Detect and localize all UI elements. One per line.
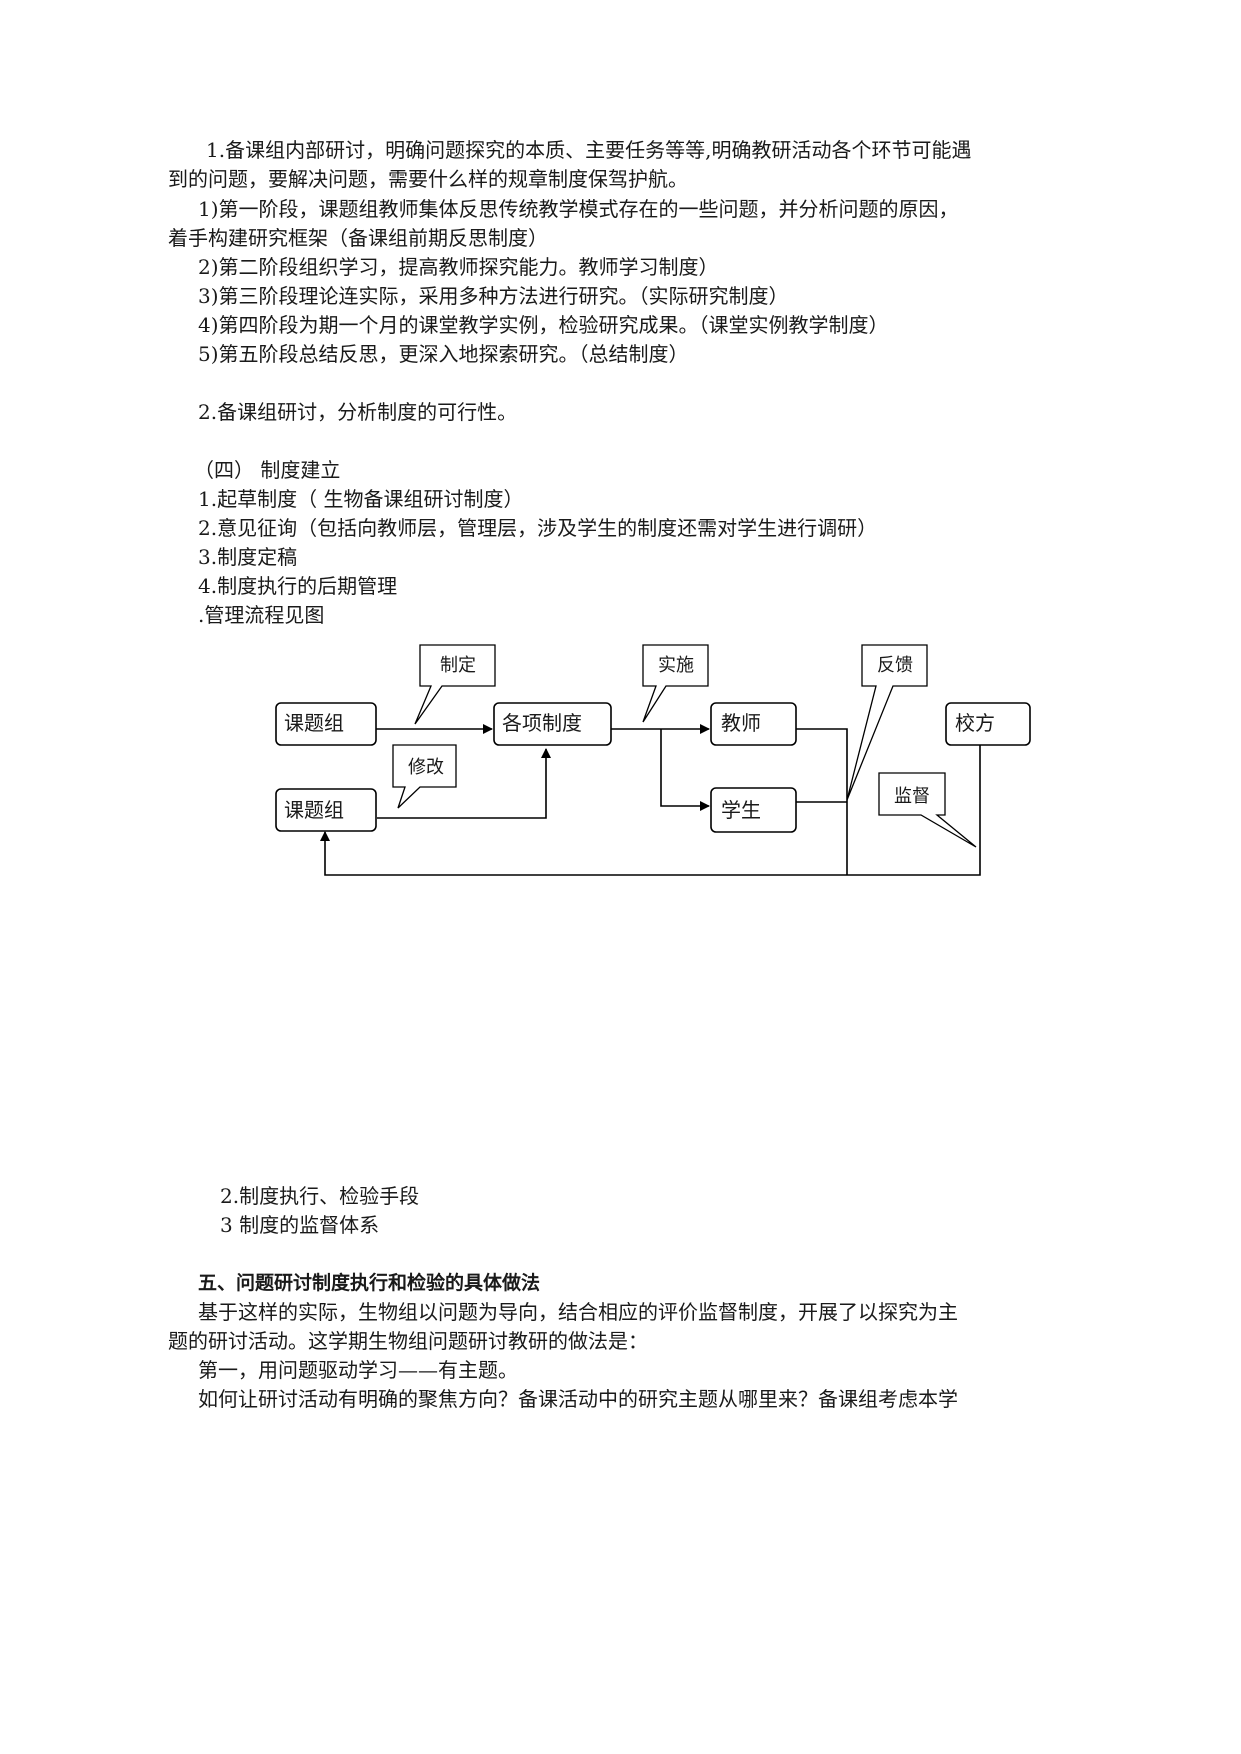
line-teacher-out bbox=[796, 728, 848, 875]
node-student: 学生 bbox=[721, 798, 761, 822]
callout-implement-shape bbox=[642, 644, 709, 723]
node-teacher-box bbox=[710, 702, 797, 746]
callout-feedback: 反馈 bbox=[877, 655, 913, 676]
node-student-box bbox=[710, 787, 797, 833]
callout-supervise: 监督 bbox=[894, 786, 930, 807]
arrow-systems-to-student bbox=[660, 729, 710, 811]
callout-formulate-shape bbox=[414, 644, 496, 725]
section-4-item-3: 3.制度定稿 bbox=[198, 545, 298, 569]
callout-supervise-shape bbox=[878, 772, 977, 848]
node-group-top-box bbox=[275, 702, 377, 746]
section-4-item-1: 1.起草制度（ 生物备课组研讨制度） bbox=[198, 487, 524, 511]
callout-revise: 修改 bbox=[408, 757, 444, 778]
stage-1-line-2: 着手构建研究框架（备课组前期反思制度） bbox=[168, 226, 548, 250]
callout-implement: 实施 bbox=[658, 655, 694, 676]
stage-4: 4)第四阶段为期一个月的课堂教学实例，检验研究成果。（课堂实例教学制度） bbox=[198, 313, 889, 337]
node-systems: 各项制度 bbox=[502, 711, 582, 735]
section-4-item-2: 2.意见征询（包括向教师层，管理层，涉及学生的制度还需对学生进行调研） bbox=[198, 516, 878, 540]
stage-5: 5)第五阶段总结反思，更深入地探索研究。（总结制度） bbox=[198, 342, 689, 366]
arrow-group-bottom-to-systems bbox=[377, 748, 551, 819]
para-1-line-2: 到的问题，要解决问题，需要什么样的规章制度保驾护航。 bbox=[168, 167, 688, 191]
callout-formulate: 制定 bbox=[440, 655, 476, 676]
arrow-feedback-loop bbox=[320, 831, 847, 876]
para-1-line-1: 1.备课组内部研讨，明确问题探究的本质、主要任务等等,明确教研活动各个环节可能遇 bbox=[206, 138, 972, 162]
section-4-item-4: 4.制度执行的后期管理 bbox=[198, 574, 398, 598]
section-5-para-3: 如何让研讨活动有明确的聚焦方向？备课活动中的研究主题从哪里来？备课组考虑本学 bbox=[198, 1387, 958, 1411]
para-2: 2.备课组研讨，分析制度的可行性。 bbox=[198, 400, 518, 424]
section-5-title: 五、问题研讨制度执行和检验的具体做法 bbox=[198, 1272, 541, 1294]
stage-2: 2)第二阶段组织学习，提高教师探究能力。教师学习制度） bbox=[198, 255, 719, 279]
node-school: 校方 bbox=[955, 711, 995, 735]
stage-3: 3)第三阶段理论连实际，采用多种方法进行研究。（实际研究制度） bbox=[198, 284, 789, 308]
node-systems-box bbox=[493, 702, 612, 746]
line-school-down bbox=[847, 745, 981, 876]
after-item-3: 3 制度的监督体系 bbox=[220, 1213, 380, 1237]
node-teacher: 教师 bbox=[721, 711, 761, 735]
stage-1-line-1: 1)第一阶段，课题组教师集体反思传统教学模式存在的一些问题，并分析问题的原因， bbox=[198, 197, 959, 221]
section-5-para-1-line-1: 基于这样的实际，生物组以问题为导向，结合相应的评价监督制度，开展了以探究为主 bbox=[198, 1300, 958, 1324]
node-group-bottom: 课题组 bbox=[284, 798, 344, 822]
callout-feedback-shape bbox=[846, 644, 928, 801]
node-group-bottom-box bbox=[275, 788, 377, 832]
section-4-item-5: .管理流程见图 bbox=[198, 603, 325, 627]
section-5-para-1-line-2: 题的研讨活动。这学期生物组问题研讨教研的做法是： bbox=[168, 1329, 648, 1353]
section-4-title: （四） 制度建立 bbox=[194, 458, 341, 482]
node-group-top: 课题组 bbox=[284, 711, 344, 735]
node-school-box bbox=[945, 702, 1031, 746]
after-item-2: 2.制度执行、检验手段 bbox=[220, 1184, 420, 1208]
section-5-para-2: 第一，用问题驱动学习——有主题。 bbox=[198, 1358, 518, 1382]
callout-revise-shape bbox=[392, 744, 457, 809]
